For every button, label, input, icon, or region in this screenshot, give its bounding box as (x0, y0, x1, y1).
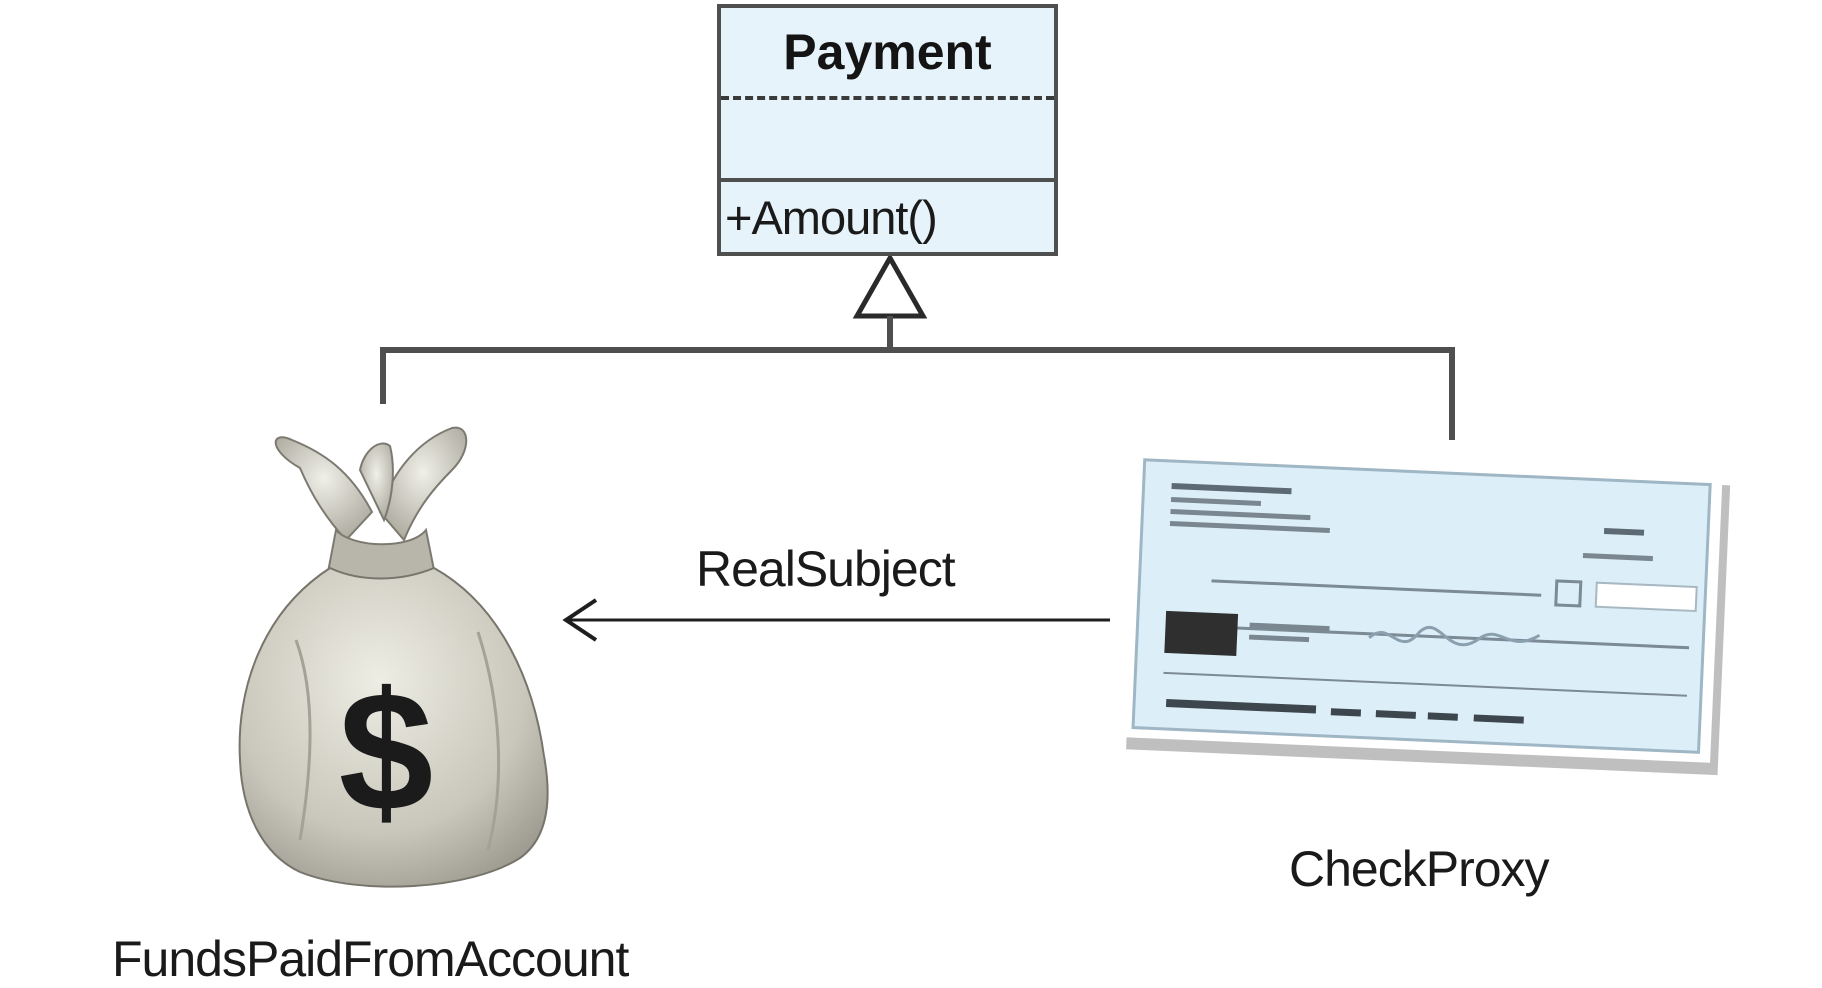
money-bag-icon: $ (238, 426, 549, 888)
bank-check-icon (1120, 449, 1731, 776)
class-attributes (721, 100, 1054, 182)
association-label: RealSubject (696, 541, 956, 597)
check-proxy-label: CheckProxy (1289, 841, 1550, 897)
association-arrowhead (562, 598, 598, 642)
class-name: Payment (721, 8, 1054, 100)
class-operation: +Amount() (725, 190, 938, 244)
svg-text:$: $ (339, 657, 434, 847)
payment-class-box: Payment +Amount() (717, 4, 1058, 256)
generalization-arrowhead (852, 252, 928, 319)
funds-paid-from-account-label: FundsPaidFromAccount (112, 931, 629, 987)
